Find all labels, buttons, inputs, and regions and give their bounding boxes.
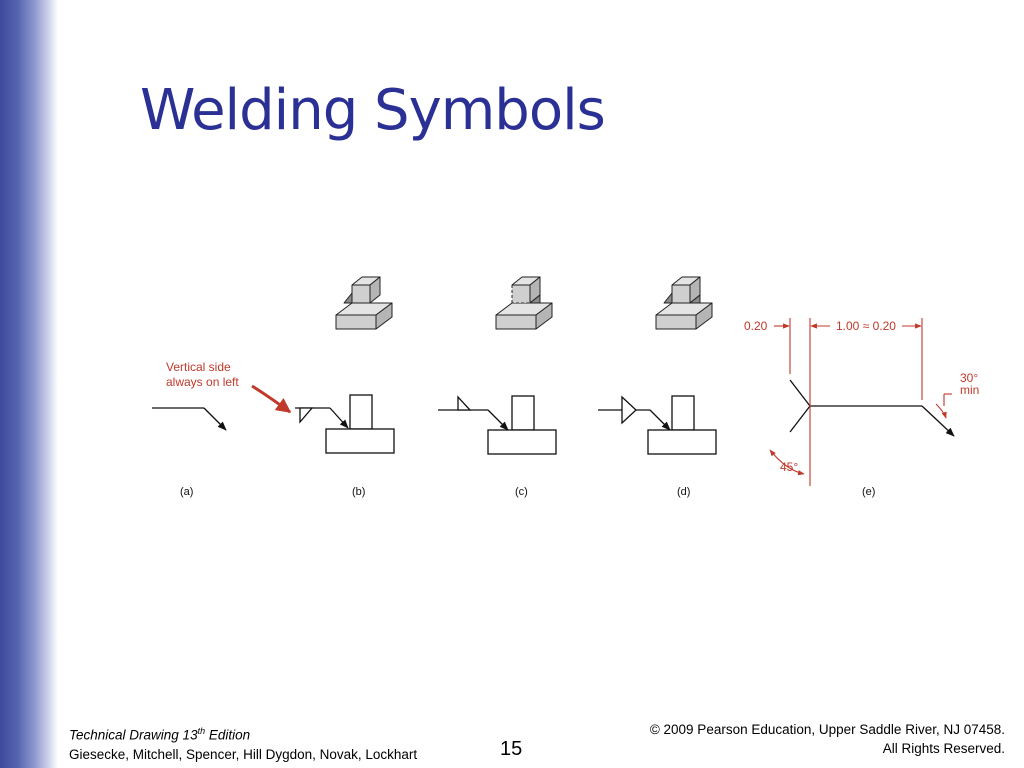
dim-left-offset: 0.20 bbox=[744, 319, 768, 333]
dim-angle-tail-min: min bbox=[960, 383, 979, 397]
footer-book-info: Technical Drawing 13th Edition Giesecke,… bbox=[69, 722, 417, 764]
figure-captions: (a) (b) (c) (d) (e) bbox=[180, 486, 875, 498]
diagram-b-fillet-arrow-side bbox=[295, 276, 395, 454]
weld-block-b bbox=[335, 276, 393, 330]
svg-text:always on left: always on left bbox=[166, 375, 239, 389]
diagram-d-fillet-both-sides bbox=[598, 276, 717, 455]
weld-block-c bbox=[495, 276, 553, 330]
diagram-e-dimensioned-symbol: 0.20 1.00 ≈ 0.20 30° min 45° bbox=[744, 318, 979, 486]
slide-title: Welding Symbols bbox=[140, 78, 606, 143]
dim-angle-arrow: 45° bbox=[780, 460, 798, 474]
caption-a: (a) bbox=[180, 486, 193, 498]
slide-sidebar-gradient bbox=[0, 0, 58, 768]
dim-span: 1.00 ≈ 0.20 bbox=[836, 319, 896, 333]
caption-d: (d) bbox=[677, 486, 690, 498]
diagram-a-reference-line bbox=[152, 407, 227, 431]
caption-c: (c) bbox=[515, 486, 528, 498]
page-number: 15 bbox=[500, 738, 523, 760]
footer-copyright: © 2009 Pearson Education, Upper Saddle R… bbox=[650, 720, 1005, 758]
copyright-line: © 2009 Pearson Education, Upper Saddle R… bbox=[649, 722, 1005, 737]
rights-line: All Rights Reserved. bbox=[882, 741, 1005, 756]
caption-e: (e) bbox=[862, 486, 875, 498]
callout-vertical-side: Vertical side always on left bbox=[166, 360, 292, 414]
footer-authors: Giesecke, Mitchell, Spencer, Hill Dygdon… bbox=[69, 746, 418, 762]
dim-angle-tail: 30° bbox=[960, 371, 978, 385]
weld-block-d bbox=[655, 276, 713, 330]
svg-text:Vertical side: Vertical side bbox=[166, 360, 231, 374]
footer-book-title: Technical Drawing 13th Edition bbox=[69, 726, 251, 743]
diagram-c-fillet-other-side bbox=[438, 276, 557, 455]
caption-b: (b) bbox=[352, 486, 365, 498]
